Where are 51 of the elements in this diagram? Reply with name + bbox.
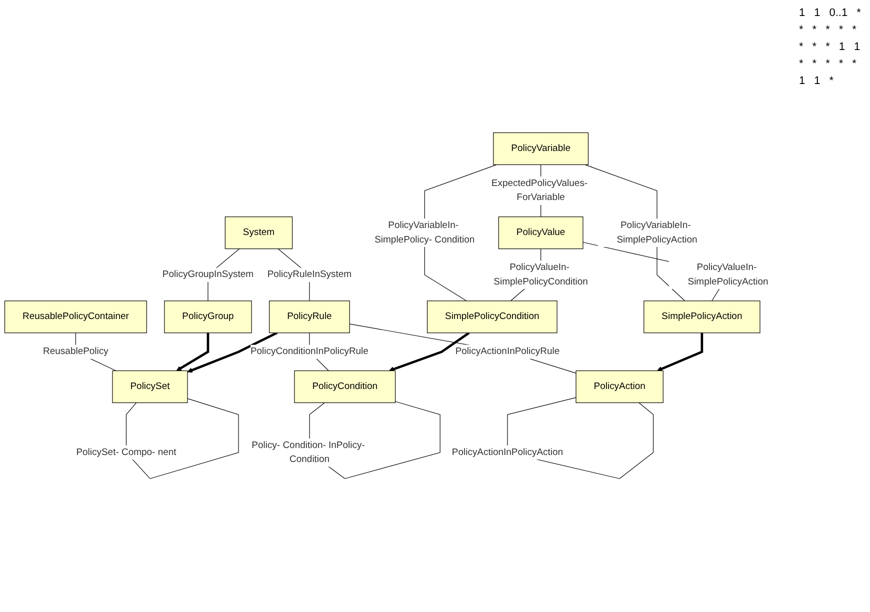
multiplicity-label: * — [811, 40, 818, 54]
edge-label: PolicyConditionInPolicyRule — [250, 346, 368, 357]
multiplicity-label: 1 — [852, 40, 862, 54]
edge-label: PolicyValueIn- SimplePolicyAction — [688, 262, 768, 287]
node-box: SimplePolicyCondition — [426, 300, 558, 334]
node-box: PolicyValue — [498, 216, 584, 250]
arrow — [187, 332, 278, 373]
multiplicity-label: * — [811, 57, 818, 71]
node-box: PolicyCondition — [294, 370, 396, 404]
multiplicity-label: 1 — [813, 6, 822, 20]
node-box: PolicyGroup — [164, 300, 252, 334]
multiplicity-label: 0..1 — [828, 6, 849, 20]
node-box: PolicyAction — [576, 370, 664, 404]
edge-label: ReusablePolicy — [43, 346, 108, 357]
multiplicity-label: * — [851, 23, 858, 37]
node-box: PolicyRule — [269, 300, 350, 334]
edge-label: PolicyVariableIn- SimplePolicyAction — [616, 220, 698, 245]
multiplicity-label: * — [856, 6, 862, 20]
multiplicity-label: * — [798, 40, 804, 54]
edge-label: PolicyActionInPolicyAction — [452, 447, 564, 458]
edge-label: PolicyVariableIn- SimplePolicy- Condition — [374, 220, 475, 245]
multiplicity-label: 1 — [813, 74, 822, 88]
node-box: ReusablePolicyContainer — [4, 300, 147, 334]
multiplicity-label: * — [824, 57, 831, 71]
edge-label: PolicySet- Compo- nent — [76, 447, 176, 458]
edge-label: ExpectedPolicyValues- ForVariable — [491, 178, 588, 203]
multiplicity-label: * — [824, 40, 831, 54]
node-box: SimplePolicyAction — [644, 300, 760, 334]
multiplicity-label: * — [798, 57, 804, 71]
edge-label: PolicyValueIn- SimplePolicyCondition — [494, 262, 588, 287]
edge-label: Policy- Condition- InPolicy- Condition — [252, 440, 365, 465]
arrow — [657, 333, 704, 372]
multiplicity-label: * — [811, 23, 818, 37]
multiplicity-label: * — [798, 23, 804, 37]
multiplicity-label: * — [838, 57, 844, 71]
multiplicity-label: * — [824, 23, 831, 37]
multiplicity-label: 1 — [798, 74, 806, 88]
multiplicity-label: * — [851, 57, 858, 71]
multiplicity-label: 1 — [798, 6, 806, 20]
multiplicity-label: * — [838, 23, 844, 37]
arrow — [176, 333, 210, 372]
edge-label: PolicyGroupInSystem — [162, 270, 254, 280]
multiplicity-label: 1 — [838, 40, 846, 54]
connector — [349, 324, 576, 374]
edge-label: PolicyActionInPolicyRule — [455, 346, 560, 357]
multiplicity-label: * — [828, 74, 835, 88]
node-box: System — [224, 216, 293, 250]
node-box: PolicySet — [112, 370, 188, 404]
arrow — [388, 332, 470, 372]
node-box: PolicyVariable — [493, 132, 589, 166]
edge-label: PolicyRuleInSystem — [267, 270, 352, 280]
